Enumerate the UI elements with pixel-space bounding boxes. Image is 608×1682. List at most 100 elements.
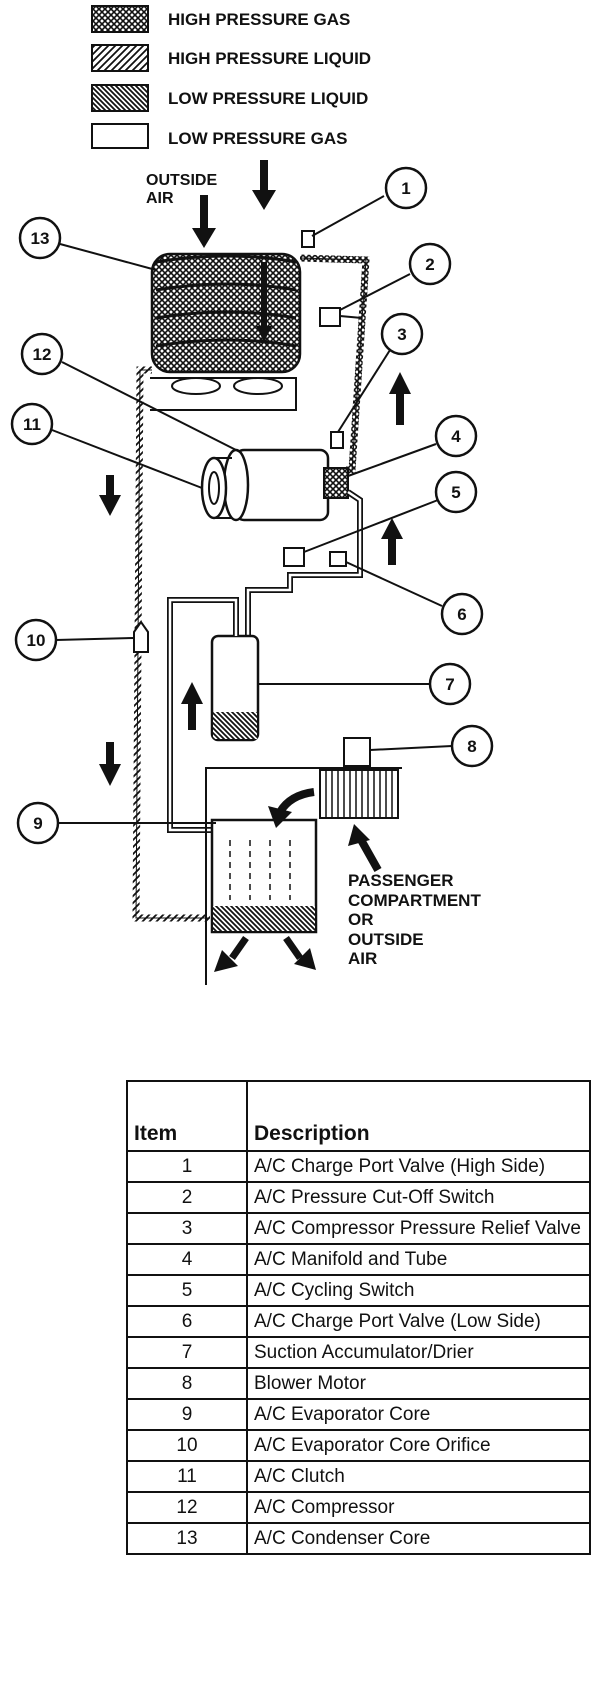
callout-7: 7 [258, 662, 472, 706]
legend-swatch-low-pressure-liquid [91, 84, 149, 112]
evaporator-core [210, 818, 318, 934]
legend: HIGH PRESSURE GAS HIGH PRESSURE LIQUID L… [91, 5, 371, 149]
passenger-label-line1: PASSENGER [348, 871, 454, 890]
legend-swatch-high-pressure-gas [91, 5, 149, 33]
outside-air-top-line2: AIR [146, 190, 174, 207]
callout-10: 10 [14, 618, 135, 662]
row-item: 9 [126, 1398, 248, 1431]
svg-text:7: 7 [445, 675, 454, 694]
evaporator-housing [205, 767, 402, 985]
row-item: 10 [126, 1429, 248, 1462]
row-item: 2 [126, 1181, 248, 1214]
compressor-relief-valve [330, 431, 344, 449]
row-description: Suction Accumulator/Drier [246, 1336, 591, 1369]
row-item: 1 [126, 1150, 248, 1183]
blower-motor [319, 737, 399, 819]
row-item: 8 [126, 1367, 248, 1400]
legend-label-high-pressure-liquid: HIGH PRESSURE LIQUID [168, 49, 371, 68]
svg-text:5: 5 [451, 483, 460, 502]
svg-text:10: 10 [27, 631, 46, 650]
charge-port-low-side [329, 551, 347, 567]
row-item: 12 [126, 1491, 248, 1524]
callout-3: 3 [337, 312, 424, 433]
passenger-label-line5: AIR [348, 949, 377, 968]
row-description: Blower Motor [246, 1367, 591, 1400]
header-item: Item [126, 1080, 248, 1152]
callout-6: 6 [345, 561, 484, 636]
airflow-arrow-icon [192, 160, 276, 248]
legend-swatch-low-pressure-gas [91, 123, 149, 149]
svg-text:1: 1 [401, 179, 410, 198]
passenger-label-line3: OR [348, 910, 374, 929]
row-description: A/C Evaporator Core Orifice [246, 1429, 591, 1462]
svg-text:12: 12 [33, 345, 52, 364]
callout-11: 11 [10, 402, 203, 489]
row-description: A/C Charge Port Valve (Low Side) [246, 1305, 591, 1338]
clutch [200, 456, 232, 520]
row-item: 3 [126, 1212, 248, 1245]
svg-text:4: 4 [451, 427, 461, 446]
row-item: 6 [126, 1305, 248, 1338]
callout-1: 1 [311, 166, 428, 237]
row-item: 5 [126, 1274, 248, 1307]
svg-text:2: 2 [425, 255, 434, 274]
row-description: A/C Compressor [246, 1491, 591, 1524]
callout-13: 13 [18, 216, 157, 271]
callout-12: 12 [20, 332, 241, 453]
row-description: A/C Evaporator Core [246, 1398, 591, 1431]
legend-label-high-pressure-gas: HIGH PRESSURE GAS [168, 10, 350, 29]
svg-text:11: 11 [23, 415, 41, 434]
svg-text:6: 6 [457, 605, 466, 624]
svg-text:9: 9 [33, 814, 42, 833]
flow-arrow-right-lower-icon [381, 518, 403, 565]
row-description: A/C Clutch [246, 1460, 591, 1493]
row-item: 7 [126, 1336, 248, 1369]
blower-airflow-arrow-icon [268, 788, 382, 872]
svg-text:8: 8 [467, 737, 476, 756]
row-description: A/C Pressure Cut-Off Switch [246, 1181, 591, 1214]
row-item: 13 [126, 1522, 248, 1555]
table-header-row: Item Description [126, 1080, 591, 1152]
legend-label-low-pressure-gas: LOW PRESSURE GAS [168, 129, 347, 148]
condenser-core [150, 252, 302, 374]
row-item: 4 [126, 1243, 248, 1276]
charge-port-high-side [301, 230, 315, 248]
passenger-label-line4: OUTSIDE [348, 930, 424, 949]
legend-swatch-high-pressure-liquid [91, 44, 149, 72]
row-description: A/C Compressor Pressure Relief Valve [246, 1212, 591, 1245]
callout-5: 5 [303, 470, 478, 553]
callout-8: 8 [369, 724, 494, 768]
evaporator-orifice [133, 620, 149, 653]
row-description: A/C Manifold and Tube [246, 1243, 591, 1276]
callout-4: 4 [347, 414, 478, 477]
outlet-airflow-arrow-icon [214, 935, 316, 972]
ac-system-diagram: HIGH PRESSURE GAS HIGH PRESSURE LIQUID L… [10, 5, 494, 985]
engine-block [150, 377, 297, 411]
legend-label-low-pressure-liquid: LOW PRESSURE LIQUID [168, 89, 368, 108]
suction-accumulator [210, 634, 260, 742]
row-description: A/C Condenser Core [246, 1522, 591, 1555]
cycling-switch [283, 547, 305, 567]
compressor [222, 448, 349, 522]
svg-text:13: 13 [31, 229, 50, 248]
row-description: A/C Cycling Switch [246, 1274, 591, 1307]
flow-arrow-left-lower-icon [99, 742, 121, 786]
pressure-cutoff-switch [319, 307, 341, 327]
row-description: A/C Charge Port Valve (High Side) [246, 1150, 591, 1183]
callout-2: 2 [339, 242, 452, 311]
svg-text:3: 3 [397, 325, 406, 344]
